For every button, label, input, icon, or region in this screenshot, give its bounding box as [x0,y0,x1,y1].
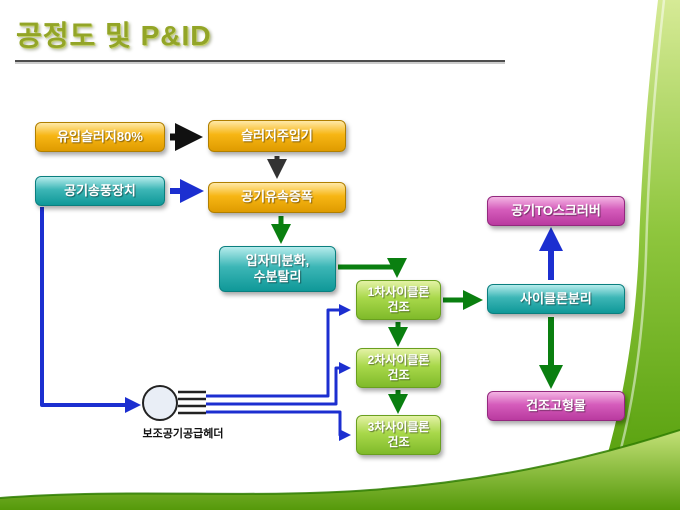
box-cyclone-separation: 사이클론분리 [487,284,625,314]
box-air-velocity-amplification: 공기유속증폭 [208,182,346,213]
bottom-wave [0,430,680,510]
arrow-blower-to-header [40,207,141,413]
slide-title: 공정도 및 P&ID [16,20,212,51]
aux-air-header-label: 보조공기공급헤더 [142,428,224,440]
box-particle-micronization: 입자미분화, 수분탈리 [219,246,336,292]
box-air-to-scrubber: 공기TO스크러버 [487,196,625,226]
box-cyclone1-drying: 1차사이클론 건조 [356,280,441,320]
box-cyclone2-drying: 2차사이클론 건조 [356,348,441,388]
box-air-blower: 공기송풍장치 [35,176,165,206]
right-swoosh [590,0,680,510]
box-cyclone3-drying: 3차사이클론 건조 [356,415,441,455]
arrow-header-to-cyclone2 [206,362,351,406]
title-underline [15,60,505,62]
bottom-wave-edge [0,429,680,499]
arrow-header-to-cyclone1 [206,304,351,398]
aux-air-header-icon [142,385,206,421]
box-inflow-sludge: 유입슬러지80% [35,122,165,152]
right-swoosh-highlight [600,0,666,510]
arrow-micronization-to-cyclone1 [338,258,407,278]
box-sludge-feeder: 슬러지주입기 [208,120,346,152]
box-dried-solids: 건조고형물 [487,391,625,421]
